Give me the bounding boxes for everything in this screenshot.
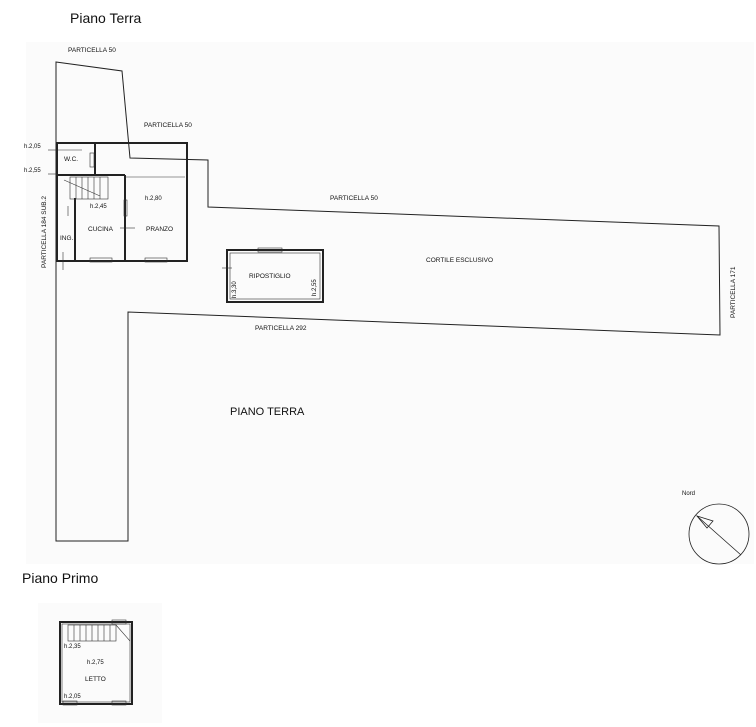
particella-184-label: PARTICELLA 184 SUB.2 [41,196,48,268]
ripostiglio-label: RIPOSTIGLIO [249,273,291,280]
wc-label: W.C. [64,156,78,163]
letto-label: LETTO [85,676,106,683]
house-block [56,142,188,270]
height-label-255b: h.2,55 [312,279,318,296]
storage-block [222,247,324,303]
particella-171-label: PARTICELLA 171 [730,266,737,318]
plan-title: PIANO TERRA [230,406,305,418]
particella-50-top-label: PARTICELLA 50 [68,47,116,54]
first-height-235: h.2,35 [64,644,81,650]
first-height-275: h.2,75 [87,660,104,666]
particella-50-right-label: PARTICELLA 50 [330,195,378,202]
height-label-330: h.3,30 [232,281,238,298]
first-height-205: h.2,05 [64,694,81,700]
height-label-255: h.2,55 [24,168,41,174]
height-label-205: h.2,05 [24,144,41,150]
compass-label: Nord [682,491,695,497]
ing-label: ING. [60,235,74,242]
pranzo-label: PRANZO [146,226,173,233]
particella-292-label: PARTICELLA 292 [255,325,307,332]
particella-50-mid-label: PARTICELLA 50 [144,122,192,129]
ground-sheet [26,42,754,564]
cucina-label: CUCINA [88,226,114,233]
height-label-280: h.2,80 [145,196,162,202]
lot-outline [55,61,721,542]
first-floor-heading: Piano Primo [22,570,99,586]
cortile-label: CORTILE ESCLUSIVO [426,257,493,264]
first-floor-block [59,619,133,706]
height-label-245: h.2,45 [90,204,107,210]
north-compass [688,503,750,565]
ground-floor-heading: Piano Terra [70,10,142,26]
